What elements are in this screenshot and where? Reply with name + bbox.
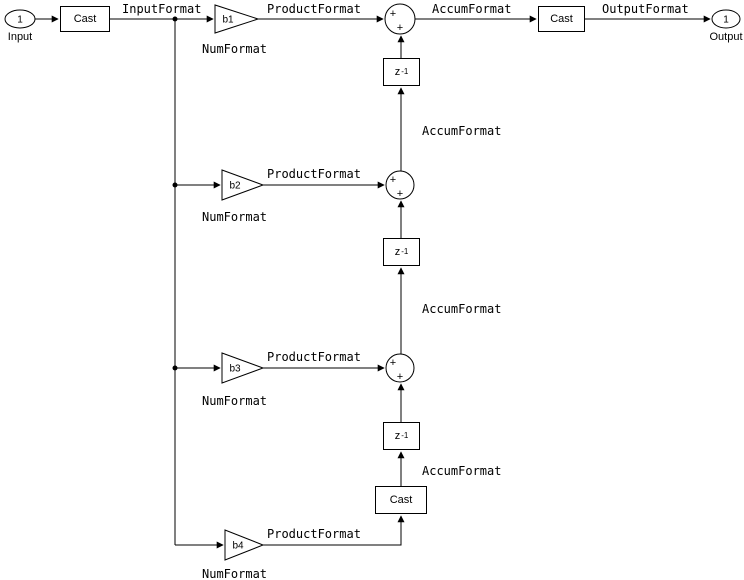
accum-format-label-3: AccumFormat [422,464,502,478]
product-format-label-4: ProductFormat [267,527,361,541]
gain-b3-block[interactable]: b3 [221,352,265,384]
sum-3-sign-left: + [390,357,396,369]
sum-3-block[interactable]: + + [385,353,415,383]
delay-3-base: z [394,430,401,442]
product-format-label-2: ProductFormat [267,167,361,181]
cast-accum-label: Cast [389,494,413,506]
product-format-label-3: ProductFormat [267,350,361,364]
num-format-label-2: NumFormat [202,210,268,224]
output-port-label: Output [709,31,743,43]
sum-2-sign-left: + [390,174,396,186]
wire-b4-to-cast-accum [263,515,405,546]
accum-format-label-2: AccumFormat [422,302,502,316]
input-port[interactable]: 1 [4,9,36,29]
gain-b4-label: b4 [232,541,244,552]
gain-b1-label: b1 [222,15,234,26]
delay-3-block[interactable]: z-1 [383,422,420,450]
sum-1-sign-left: + [390,8,396,20]
num-format-label-1: NumFormat [202,42,268,56]
sum-1-block[interactable]: + + [384,3,416,35]
output-port-number: 1 [723,15,729,26]
gain-b3-label: b3 [229,364,241,375]
num-format-label-4: NumFormat [202,567,268,580]
cast-accum-block[interactable]: Cast [375,486,427,514]
gain-b4-block[interactable]: b4 [224,529,265,561]
delay-1-base: z [394,66,401,78]
sum-2-sign-bottom: + [397,188,403,200]
gain-b2-block[interactable]: b2 [221,169,265,201]
gain-b1-block[interactable]: b1 [214,4,260,34]
accum-format-label-top: AccumFormat [432,2,512,16]
branch-dot-2 [172,182,178,188]
branch-dot-3 [172,365,178,371]
sum-3-sign-bottom: + [397,371,403,383]
cast-output-block[interactable]: Cast [538,6,585,32]
delay-1-block[interactable]: z-1 [383,58,420,86]
cast-input-block[interactable]: Cast [60,6,110,32]
product-format-label-1: ProductFormat [267,2,361,16]
input-port-label: Input [7,31,33,43]
output-format-label: OutputFormat [602,2,689,16]
cast-output-label: Cast [550,13,573,25]
input-format-label: InputFormat [122,2,202,16]
output-port[interactable]: 1 [711,9,741,29]
delay-2-block[interactable]: z-1 [383,238,420,266]
sum-1-sign-bottom: + [397,22,403,34]
sum-2-block[interactable]: + + [385,170,415,200]
input-port-number: 1 [17,15,23,26]
branch-dot-1 [172,16,178,22]
num-format-label-3: NumFormat [202,394,268,408]
cast-input-label: Cast [73,13,97,25]
gain-b2-label: b2 [229,181,241,192]
delay-2-base: z [394,246,401,258]
accum-format-label-1: AccumFormat [422,124,502,138]
